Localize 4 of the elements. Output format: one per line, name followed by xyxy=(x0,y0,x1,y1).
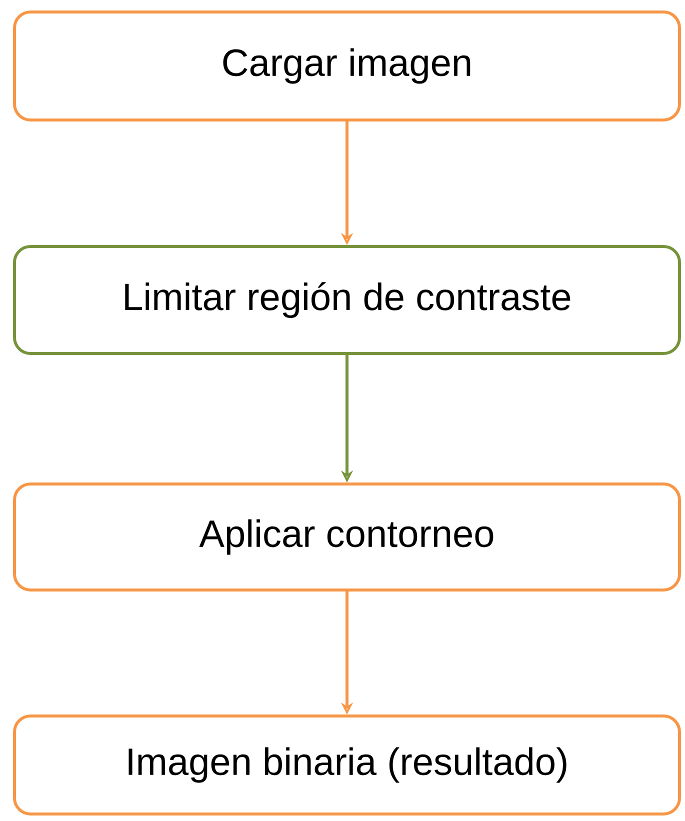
process-box: Aplicar contorneo xyxy=(13,482,681,592)
process-box: Cargar imagen xyxy=(13,10,681,122)
process-box: Limitar región de contraste xyxy=(13,245,681,355)
process-box: Imagen binaria (resultado) xyxy=(13,714,681,816)
